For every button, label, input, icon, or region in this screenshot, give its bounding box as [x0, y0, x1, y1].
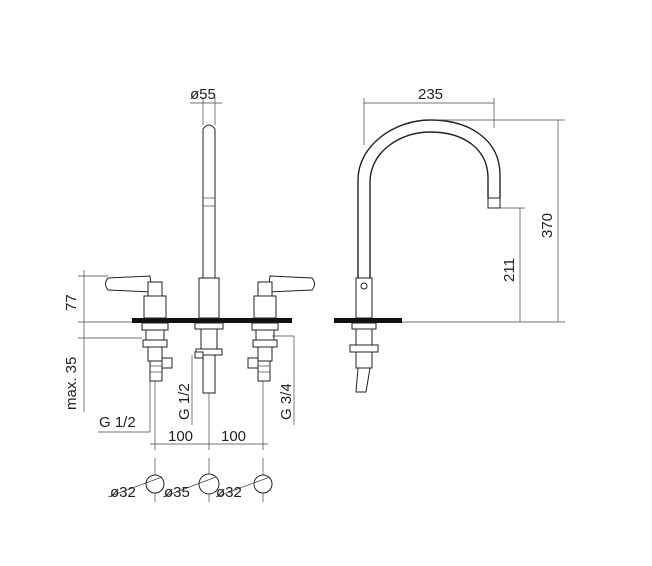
label-g-half-center: G 1/2 — [176, 383, 193, 420]
label-height-77: 77 — [63, 294, 80, 311]
left-valve — [105, 275, 173, 382]
label-reach-235: 235 — [418, 86, 443, 103]
front-view: ø55 77 max. 35 G 1/2 G 1/2 — [63, 86, 315, 502]
dim-height-77: 77 — [63, 270, 132, 328]
label-height-370: 370 — [539, 213, 556, 238]
label-spout-diameter: ø55 — [190, 86, 216, 103]
hole-center — [198, 473, 220, 495]
dim-max-35: max. 35 — [63, 328, 142, 412]
hole-right — [253, 474, 273, 494]
dim-height-370: 370 — [402, 119, 565, 323]
label-max-35: max. 35 — [63, 357, 80, 410]
dim-reach-235: 235 — [363, 86, 495, 145]
label-g-half-left: G 1/2 — [99, 414, 136, 431]
dim-spacing: 100 100 — [150, 381, 268, 450]
label-dia-left: ø32 — [110, 484, 136, 501]
side-mounting-plate — [334, 318, 402, 323]
aerator — [487, 197, 501, 209]
dim-g-half-center: G 1/2 — [176, 355, 193, 425]
spout-inner — [369, 131, 489, 278]
dim-spout-diameter: ø55 — [190, 86, 222, 125]
side-view: 235 370 211 — [334, 86, 565, 393]
label-dia-right: ø32 — [216, 484, 242, 501]
spout-outer — [357, 119, 501, 278]
label-spacing-right: 100 — [221, 428, 246, 445]
supply-hose — [355, 367, 371, 393]
mounting-plate — [132, 318, 292, 323]
label-spacing-left: 100 — [168, 428, 193, 445]
dim-hole-diameters: ø32 ø35 ø32 — [107, 458, 273, 502]
hole-left — [145, 474, 165, 494]
right-valve — [247, 275, 315, 382]
dim-g-half-left: G 1/2 — [98, 381, 151, 433]
center-spout — [194, 124, 224, 394]
label-g-three-quarter: G 3/4 — [278, 383, 295, 420]
dim-height-211: 211 — [500, 207, 525, 322]
label-height-211: 211 — [501, 258, 518, 282]
label-dia-center: ø35 — [164, 484, 190, 501]
dim-g-three-quarter: G 3/4 — [272, 335, 295, 425]
